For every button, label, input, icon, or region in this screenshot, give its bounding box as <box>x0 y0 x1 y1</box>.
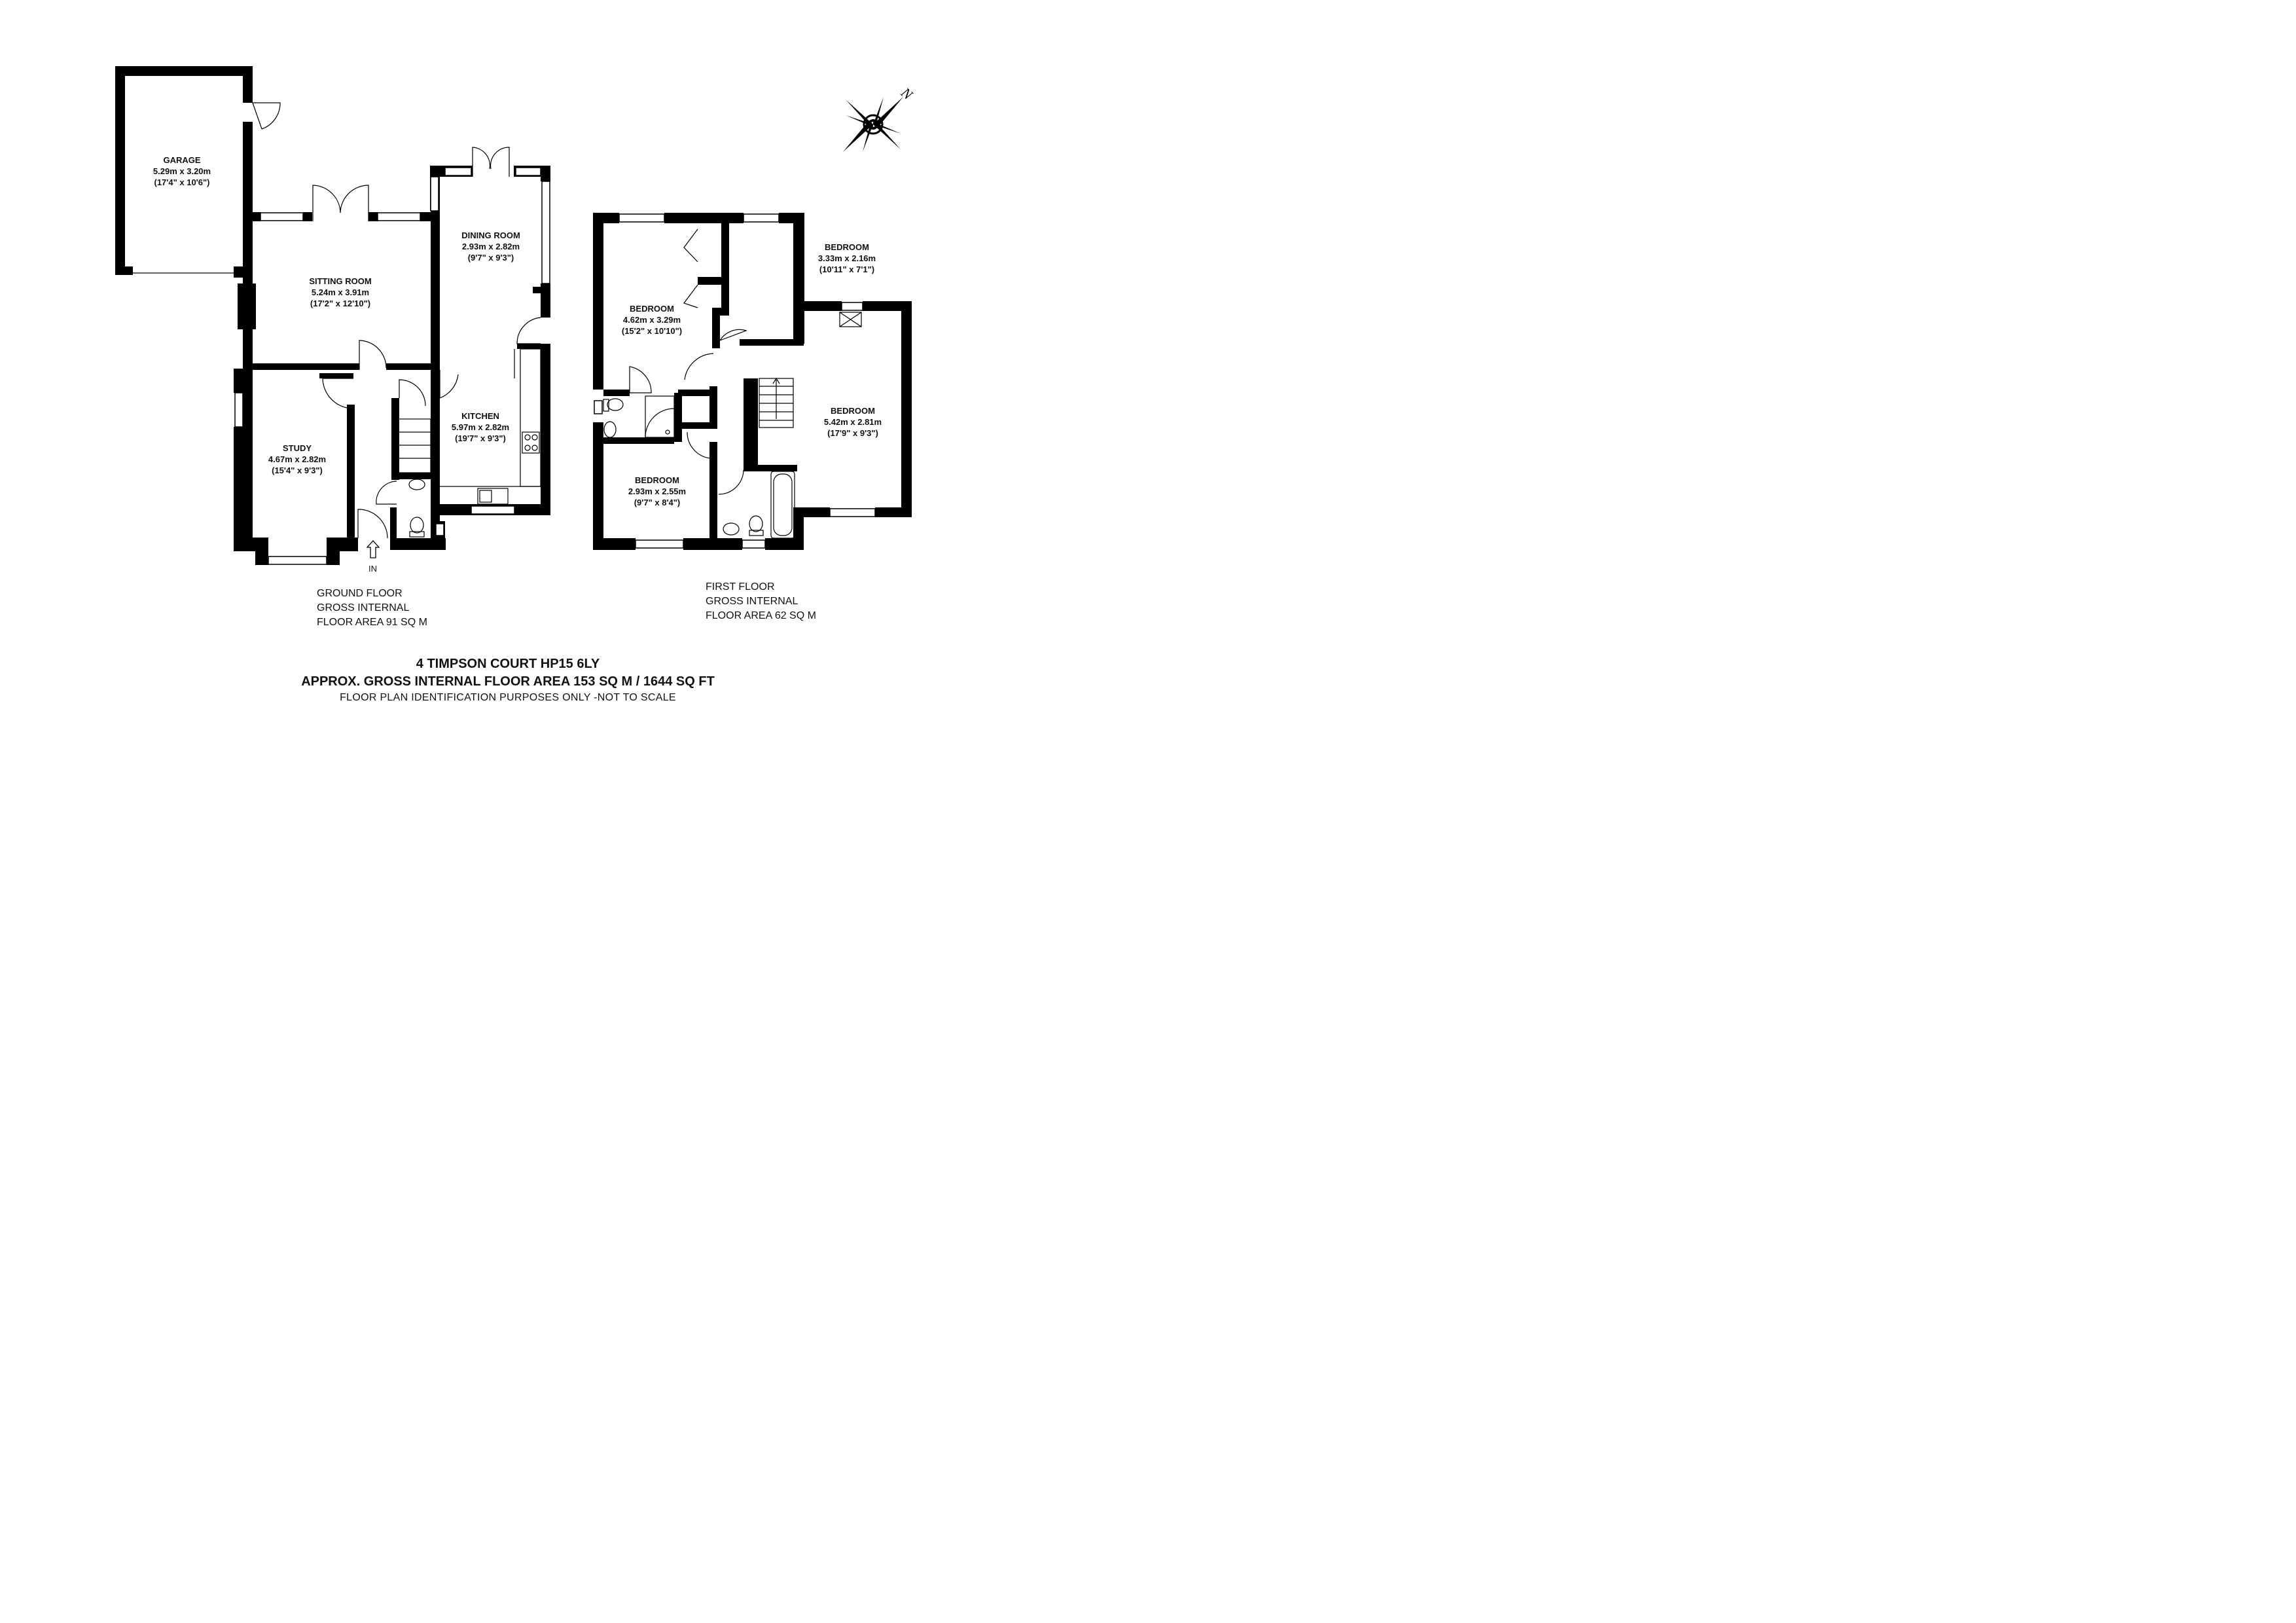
room-label-study: STUDY 4.67m x 2.82m (15'4" x 9'3") <box>268 443 327 475</box>
room-label-kitchen: KITCHEN 5.97m x 2.82m (19'7" x 9'3") <box>451 411 510 443</box>
room-label-sitting-room: SITTING ROOM 5.24m x 3.91m (17'2" x 12'1… <box>309 276 372 308</box>
ground-floor-doors <box>133 102 541 539</box>
first-floor-windows <box>594 213 876 549</box>
first-floor-walls <box>593 213 912 550</box>
room-label-bedroom-3: BEDROOM 5.42m x 2.81m (17'9" x 9'3") <box>823 406 882 438</box>
room-label-bedroom-2: BEDROOM 3.33m x 2.16m (10'11" x 7'1") <box>817 242 876 274</box>
ground-floor-walls <box>115 66 550 565</box>
floor-plan-drawing: N <box>115 66 916 565</box>
disclaimer: FLOOR PLAN IDENTIFICATION PURPOSES ONLY … <box>340 692 676 703</box>
room-label-bedroom-4: BEDROOM 2.93m x 2.55m (9'7" x 8'4") <box>628 475 687 507</box>
compass-icon: N <box>843 84 916 152</box>
first-floor-fixtures <box>603 228 862 539</box>
entrance-label: IN <box>368 564 377 574</box>
entrance-arrow <box>366 540 380 558</box>
room-label-dining-room: DINING ROOM 2.93m x 2.82m (9'7" x 9'3") <box>461 230 520 263</box>
kitchen-fixtures <box>408 431 540 538</box>
total-floor-area: APPROX. GROSS INTERNAL FLOOR AREA 153 SQ… <box>301 674 715 689</box>
room-label-bedroom-1: BEDROOM 4.62m x 3.29m (15'2" x 10'10") <box>621 304 683 336</box>
first-floor-area-note: FIRST FLOOR GROSS INTERNAL FLOOR AREA 62… <box>706 581 816 621</box>
ground-floor-windows <box>234 167 550 565</box>
ground-floor-area-note: GROUND FLOOR GROSS INTERNAL FLOOR AREA 9… <box>317 588 427 628</box>
compass-north-label: N <box>897 84 916 103</box>
room-label-garage: GARAGE 5.29m x 3.20m (17'4" x 10'6") <box>152 155 211 187</box>
property-address: 4 TIMPSON COURT HP15 6LY <box>416 657 600 671</box>
